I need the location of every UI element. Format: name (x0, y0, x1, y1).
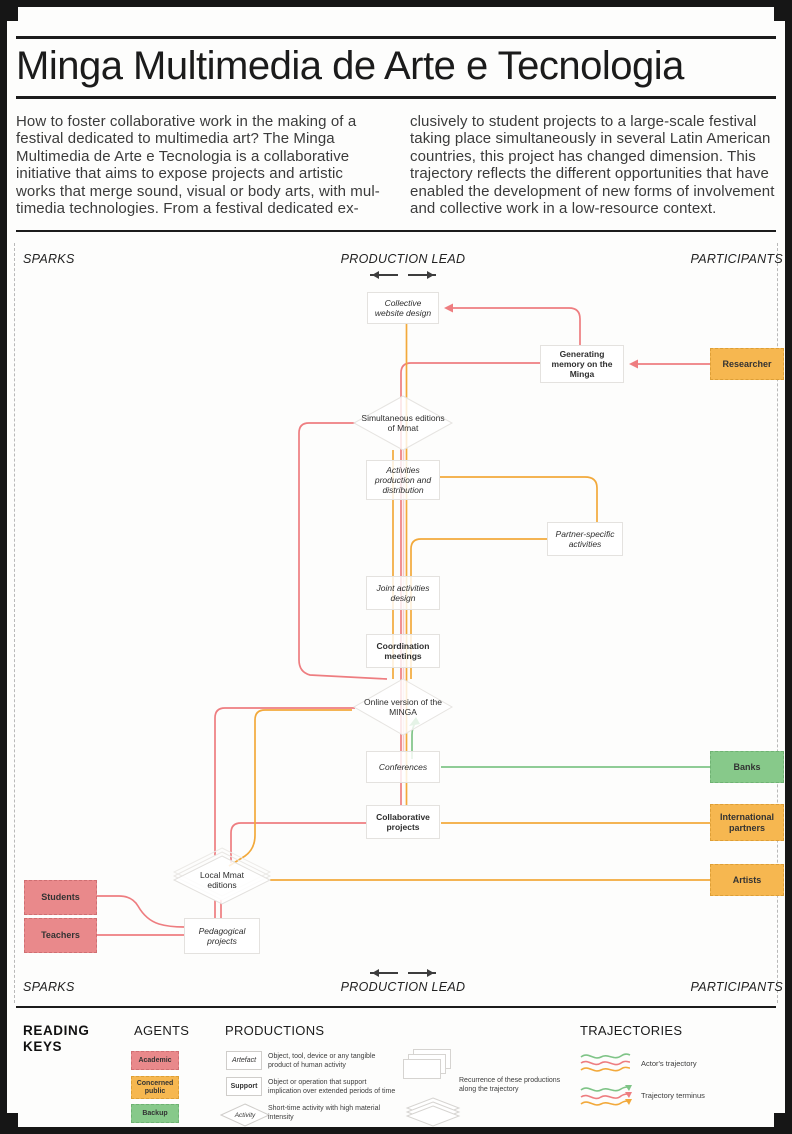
arrowhead-collective-website (444, 303, 453, 313)
legend-support-desc: Object or operation that support implica… (268, 1079, 396, 1095)
arrowhead-generating-memory (629, 359, 638, 369)
agent-international-partners: International partners (710, 804, 784, 841)
frame-corner (7, 7, 18, 21)
axis-participants-bottom: PARTICIPANTS (690, 980, 783, 994)
diagram-left-border (14, 243, 15, 1003)
legend-chip-academic: Academic (131, 1051, 179, 1070)
legend-activity-diamond: Activity (219, 1103, 271, 1127)
axis-production-lead-bottom: PRODUCTION LEAD (340, 980, 466, 994)
diamond-local-editions (172, 855, 272, 905)
node-conferences: Conferences (366, 751, 440, 783)
legend-chip-backup: Backup (131, 1104, 179, 1123)
agent-students: Students (24, 880, 97, 915)
trajectory-terminus-icon (580, 1085, 632, 1106)
axis-sparks-top: SPARKS (23, 252, 75, 266)
agent-artists: Artists (710, 864, 784, 896)
activity-diamonds (172, 395, 454, 905)
frame-corner (774, 1113, 785, 1127)
legend-productions-header: PRODUCTIONS (225, 1023, 325, 1038)
trajectory-green-path (411, 721, 710, 768)
legend-actors-trajectory-label: Actor's trajectory (641, 1059, 697, 1068)
legend-trajectories-header: TRAJECTORIES (580, 1023, 683, 1038)
node-collective-website: Collective website design (367, 292, 439, 324)
activity-diamond-icon (219, 1103, 271, 1127)
frame-corner (774, 7, 785, 21)
intro-column-1: How to foster collaborative work in the … (16, 113, 380, 218)
diamond-simultaneous-editions (352, 395, 454, 451)
legend-title: READING KEYS (23, 1023, 90, 1054)
diamond-online-version (352, 678, 454, 736)
trajectory-orange-path (228, 324, 710, 881)
node-coordination-meetings: Coordination meetings (366, 634, 440, 668)
legend-activity-label: Activity (234, 1111, 256, 1119)
node-online-version: Online version of the MINGA (364, 697, 442, 717)
legend-artefact-box: Artefact (226, 1051, 262, 1070)
legend-chip-concerned-public: Concerned public (131, 1076, 179, 1099)
axis-production-lead-top: PRODUCTION LEAD (340, 252, 466, 266)
agent-banks: Banks (710, 751, 784, 783)
legend-trajectory-terminus-label: Trajectory terminus (641, 1091, 705, 1100)
legend-recurrence-desc: Recurrence of these productions along th… (459, 1077, 561, 1093)
production-lead-arrows-bottom (370, 969, 436, 977)
legend-support-box: Support (226, 1077, 262, 1096)
intro-column-2: clusively to student projects to a large… (410, 113, 775, 218)
legend-activity-desc: Short-time activity with high material i… (268, 1105, 381, 1121)
node-local-editions: Local Mmat editions (200, 870, 244, 890)
divider (16, 1006, 776, 1008)
node-pedagogical-projects: Pedagogical projects (184, 918, 260, 954)
legend-artefact-desc: Object, tool, device or any tangible pro… (268, 1053, 376, 1069)
production-lead-arrows-top (370, 271, 436, 279)
trajectory-canvas (97, 303, 710, 936)
axis-participants-top: PARTICIPANTS (690, 252, 783, 266)
intro-text: How to foster collaborative work in the … (16, 113, 776, 217)
node-joint-activities: Joint activities design (366, 576, 440, 610)
agent-teachers: Teachers (24, 918, 97, 953)
legend-agents-header: AGENTS (134, 1023, 190, 1038)
trajectory-red-path (97, 307, 710, 936)
node-simultaneous-editions: Simultaneous editions of Mmat (361, 413, 445, 433)
page-title: Minga Multimedia de Arte e Tecnologia (16, 44, 684, 88)
divider (16, 230, 776, 232)
node-activities-production: Activities production and distribution (366, 460, 440, 500)
recurrence-diamonds-icon (405, 1097, 461, 1127)
divider (16, 36, 776, 39)
node-generating-memory: Generating memory on the Minga (540, 345, 624, 383)
agent-researcher: Researcher (710, 348, 784, 380)
node-collaborative-projects: Collaborative projects (366, 805, 440, 839)
axis-sparks-bottom: SPARKS (23, 980, 75, 994)
recurrence-rectangles-icon (403, 1049, 455, 1081)
divider (16, 96, 776, 99)
actors-trajectory-icon (580, 1053, 631, 1072)
diagram-right-border (777, 243, 778, 1003)
frame-corner (7, 1113, 18, 1127)
node-partner-specific: Partner-specific activities (547, 522, 623, 556)
